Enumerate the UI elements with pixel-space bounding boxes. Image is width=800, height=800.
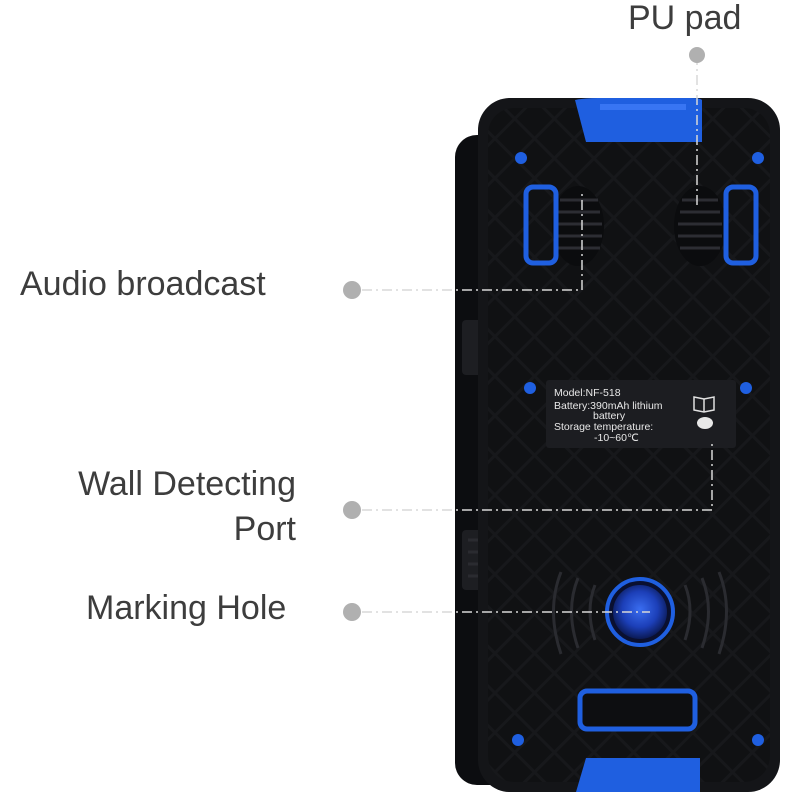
plate-battery-2: battery: [593, 410, 626, 422]
wall-port-dot: [343, 501, 361, 519]
speaker-grille-right: [674, 186, 726, 266]
speaker-grille-left: [552, 186, 604, 266]
plate-storage: Storage temperature:: [554, 421, 654, 433]
wall-detecting-port-label: Wall Detecting Port: [78, 462, 296, 552]
bottom-slot: [577, 688, 698, 732]
marking-hole-label: Marking Hole: [86, 589, 287, 627]
pu-pad-bottom: [576, 758, 700, 792]
pu-pad-dot: [689, 47, 705, 63]
marking-hole-dot: [343, 603, 361, 621]
blue-slots: [523, 184, 759, 266]
screws: [512, 152, 764, 746]
callout-dots: [343, 47, 705, 621]
pu-pad-top: [575, 98, 702, 142]
audio-broadcast-dot: [343, 281, 361, 299]
plate-model: Model:NF-518: [554, 387, 621, 399]
callout-lines: [362, 55, 713, 613]
audio-broadcast-label: Audio broadcast: [20, 265, 266, 303]
wall-port-line1: Wall Detecting: [78, 465, 296, 503]
plate-battery: Battery:390mAh lithium: [554, 400, 663, 412]
pu-pad-label: PU pad: [628, 0, 742, 37]
plate-storage-range: -10~60℃: [594, 432, 639, 444]
label-plate: [546, 380, 736, 448]
wall-port-line2: Port: [233, 510, 296, 548]
manual-book-icon: [693, 396, 715, 429]
